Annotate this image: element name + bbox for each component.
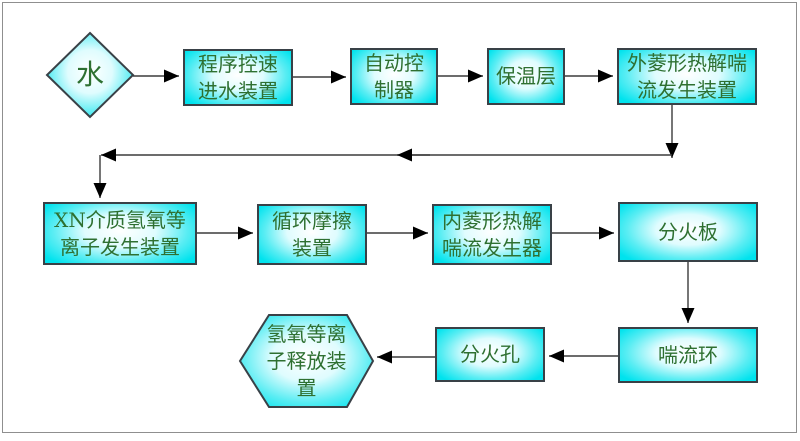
node-label: 内菱形热解 喘流发生器 <box>442 208 542 260</box>
node-inner-rhombus-pyrolysis: 内菱形热解 喘流发生器 <box>432 204 552 265</box>
node-program-speed-inlet: 程序控速 进水装置 <box>183 49 293 106</box>
node-surge-flow-ring: 喘流环 <box>618 327 758 383</box>
node-label: 分火孔 <box>460 342 520 366</box>
node-fire-divider-plate: 分火板 <box>618 202 758 262</box>
node-label: 分火板 <box>658 219 718 244</box>
node-insulation-layer: 保温层 <box>487 48 565 105</box>
node-cyclic-friction-device: 循环摩擦 装置 <box>257 204 367 265</box>
node-xn-medium-ion-generator: XN介质氢氧等 离子发生装置 <box>43 202 197 265</box>
node-label: 循环摩擦 装置 <box>272 208 352 260</box>
node-label: 程序控速 进水装置 <box>198 51 278 103</box>
node-label: XN介质氢氧等 离子发生装置 <box>54 207 186 259</box>
node-label: 喘流环 <box>658 342 718 367</box>
node-label: 保温层 <box>496 64 556 88</box>
node-fire-divider-holes: 分火孔 <box>435 327 545 382</box>
node-ion-release-hexagon <box>238 314 375 408</box>
node-outer-rhombus-pyrolysis: 外菱形热解喘 流发生装置 <box>617 48 757 105</box>
node-label: 自动控 制器 <box>364 50 424 102</box>
node-auto-controller: 自动控 制器 <box>350 48 438 105</box>
node-label: 外菱形热解喘 流发生装置 <box>627 50 747 102</box>
node-water-diamond <box>45 31 135 119</box>
